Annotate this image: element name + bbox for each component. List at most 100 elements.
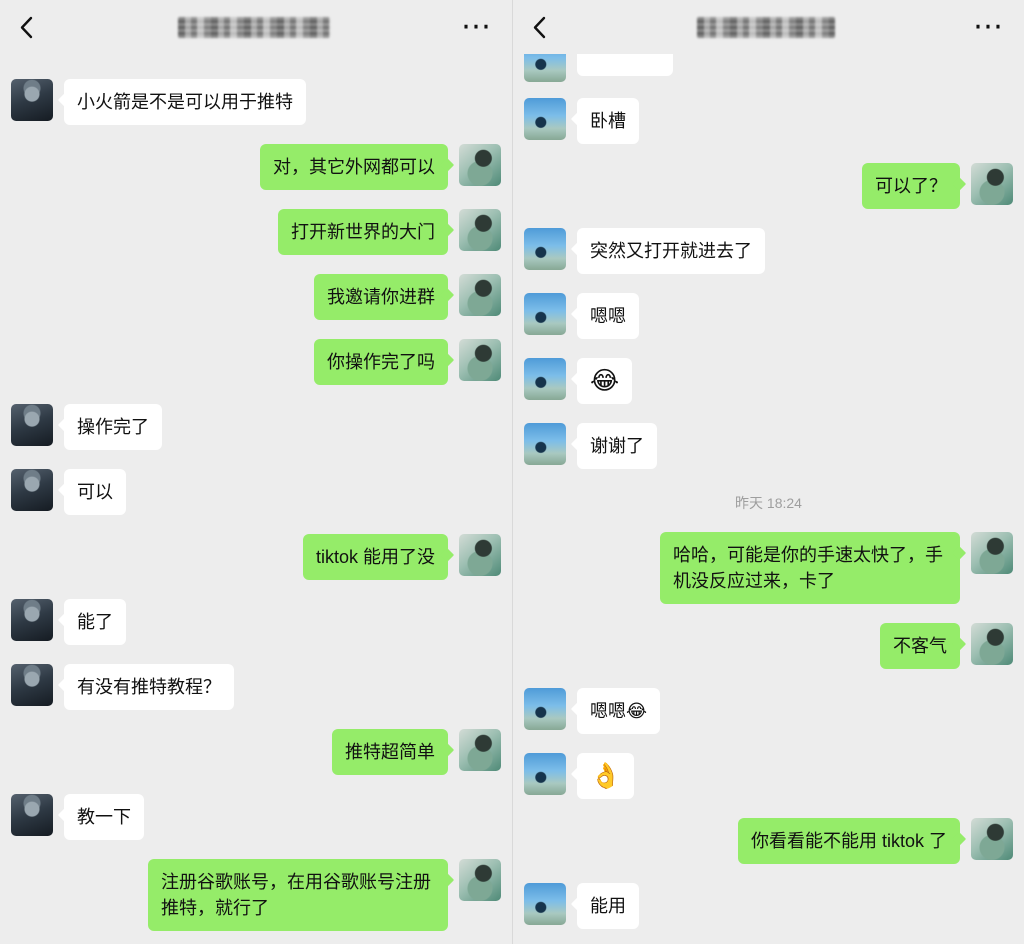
contact-avatar[interactable] — [11, 469, 53, 511]
emoji-laughing: 😂 — [590, 367, 620, 395]
own-avatar[interactable] — [971, 532, 1013, 574]
message-bubble[interactable]: 能用 — [577, 883, 639, 929]
contact-avatar[interactable] — [524, 423, 566, 465]
message-row: 卧槽 — [513, 98, 1024, 144]
contact-avatar[interactable] — [11, 79, 53, 121]
message-bubble[interactable]: 你看看能不能用 tiktok 了 — [737, 818, 960, 864]
chat-title-censored — [177, 16, 330, 38]
message-text: 打开新世界的大门 — [291, 222, 435, 242]
own-avatar[interactable] — [971, 623, 1013, 665]
message-bubble[interactable]: 卧槽 — [577, 98, 639, 144]
message-bubble[interactable]: 😂 — [577, 358, 633, 404]
message-row: tiktok 能用了没 — [0, 534, 512, 580]
back-button[interactable] — [533, 14, 559, 40]
message-row: 👌 — [513, 753, 1024, 799]
own-avatar[interactable] — [459, 534, 501, 576]
own-avatar[interactable] — [459, 729, 501, 771]
message-row: 😂 — [513, 358, 1024, 404]
message-text: 卧槽 — [590, 111, 626, 131]
message-bubble[interactable]: 可以了？ — [862, 163, 960, 209]
message-text: 嗯嗯😂 — [590, 701, 648, 721]
message-bubble[interactable] — [577, 54, 673, 76]
chat-header: ⋯ — [513, 0, 1024, 54]
message-row: 能用 — [513, 883, 1024, 929]
message-text: 突然又打开就进去了 — [590, 241, 752, 261]
message-bubble[interactable]: 我邀请你进群 — [314, 274, 448, 320]
message-text: 我邀请你进群 — [327, 287, 435, 307]
message-text: 你看看能不能用 tiktok 了 — [750, 831, 947, 851]
contact-avatar[interactable] — [524, 293, 566, 335]
message-bubble[interactable]: 能了 — [64, 599, 126, 645]
message-row: 哈哈，可能是你的手速太快了，手机没反应过来，卡了 — [513, 532, 1024, 604]
message-bubble[interactable]: 推特超简单 — [332, 729, 448, 775]
message-bubble[interactable]: 你操作完了吗 — [314, 339, 448, 385]
message-bubble[interactable]: 对，其它外网都可以 — [260, 144, 448, 190]
more-button[interactable]: ⋯ — [461, 12, 492, 42]
contact-avatar[interactable] — [524, 753, 566, 795]
message-bubble[interactable]: 不客气 — [880, 623, 960, 669]
chat-header: ⋯ — [0, 0, 512, 54]
message-text: 你操作完了吗 — [327, 352, 435, 372]
message-bubble[interactable]: 👌 — [577, 753, 635, 799]
own-avatar[interactable] — [459, 209, 501, 251]
contact-avatar[interactable] — [11, 404, 53, 446]
message-row: 教一下 — [0, 794, 512, 840]
own-avatar[interactable] — [459, 144, 501, 186]
message-row: 推特超简单 — [0, 729, 512, 775]
message-text: 教一下 — [77, 807, 131, 827]
message-bubble[interactable]: 突然又打开就进去了 — [577, 228, 765, 274]
message-text: 哈哈，可能是你的手速太快了，手机没反应过来，卡了 — [673, 545, 943, 591]
contact-avatar[interactable] — [11, 794, 53, 836]
message-bubble[interactable]: 操作完了 — [64, 404, 162, 450]
contact-avatar[interactable] — [524, 98, 566, 140]
message-bubble[interactable]: 谢谢了 — [577, 423, 657, 469]
message-text: 操作完了 — [77, 417, 149, 437]
message-bubble[interactable]: 有没有推特教程？ — [64, 664, 234, 710]
own-avatar[interactable] — [459, 274, 501, 316]
message-bubble[interactable]: 打开新世界的大门 — [278, 209, 448, 255]
message-row: 突然又打开就进去了 — [513, 228, 1024, 274]
more-icon: ⋯ — [973, 10, 1004, 43]
contact-avatar[interactable] — [11, 599, 53, 641]
contact-avatar[interactable] — [524, 883, 566, 925]
message-text: 不客气 — [893, 636, 947, 656]
message-bubble[interactable]: 哈哈，可能是你的手速太快了，手机没反应过来，卡了 — [660, 532, 960, 604]
own-avatar[interactable] — [459, 339, 501, 381]
message-bubble[interactable]: 嗯嗯😂 — [577, 688, 661, 734]
own-avatar[interactable] — [971, 163, 1013, 205]
message-bubble[interactable]: 教一下 — [64, 794, 144, 840]
message-row: 我邀请你进群 — [0, 274, 512, 320]
message-bubble[interactable]: 可以 — [64, 469, 126, 515]
chat-panel-left: ⋯ 小火箭是不是可以用于推特 对，其它外网都可以 打开新世界的大门 我邀请你进群 — [0, 0, 512, 944]
contact-avatar[interactable] — [524, 228, 566, 270]
contact-avatar[interactable] — [524, 54, 566, 82]
message-row: 注册谷歌账号，在用谷歌账号注册推特，就行了 — [0, 859, 512, 931]
message-row: 不客气 — [513, 623, 1024, 669]
contact-avatar[interactable] — [524, 688, 566, 730]
message-text: 嗯嗯 — [590, 306, 626, 326]
message-text: 可以 — [77, 482, 113, 502]
message-text: tiktok 能用了没 — [315, 547, 435, 567]
message-row: 可以了？ — [513, 163, 1024, 209]
message-bubble[interactable]: tiktok 能用了没 — [302, 534, 448, 580]
message-bubble[interactable]: 注册谷歌账号，在用谷歌账号注册推特，就行了 — [148, 859, 448, 931]
message-row: 有没有推特教程？ — [0, 664, 512, 710]
own-avatar[interactable] — [971, 818, 1013, 860]
contact-avatar[interactable] — [11, 664, 53, 706]
contact-avatar[interactable] — [524, 358, 566, 400]
chevron-left-icon — [20, 16, 33, 38]
message-row: 操作完了 — [0, 404, 512, 450]
more-button[interactable]: ⋯ — [973, 12, 1004, 42]
back-button[interactable] — [20, 14, 46, 40]
message-row: 打开新世界的大门 — [0, 209, 512, 255]
chat-panel-right: ⋯ 卧槽 可以了？ 突然又打开就进去了 — [512, 0, 1024, 944]
message-row: 嗯嗯😂 — [513, 688, 1024, 734]
message-row: 你操作完了吗 — [0, 339, 512, 385]
more-icon: ⋯ — [461, 10, 492, 43]
message-bubble[interactable]: 小火箭是不是可以用于推特 — [64, 79, 306, 125]
message-row: 谢谢了 — [513, 423, 1024, 469]
own-avatar[interactable] — [459, 859, 501, 901]
message-bubble[interactable]: 嗯嗯 — [577, 293, 639, 339]
message-row: 嗯嗯 — [513, 293, 1024, 339]
